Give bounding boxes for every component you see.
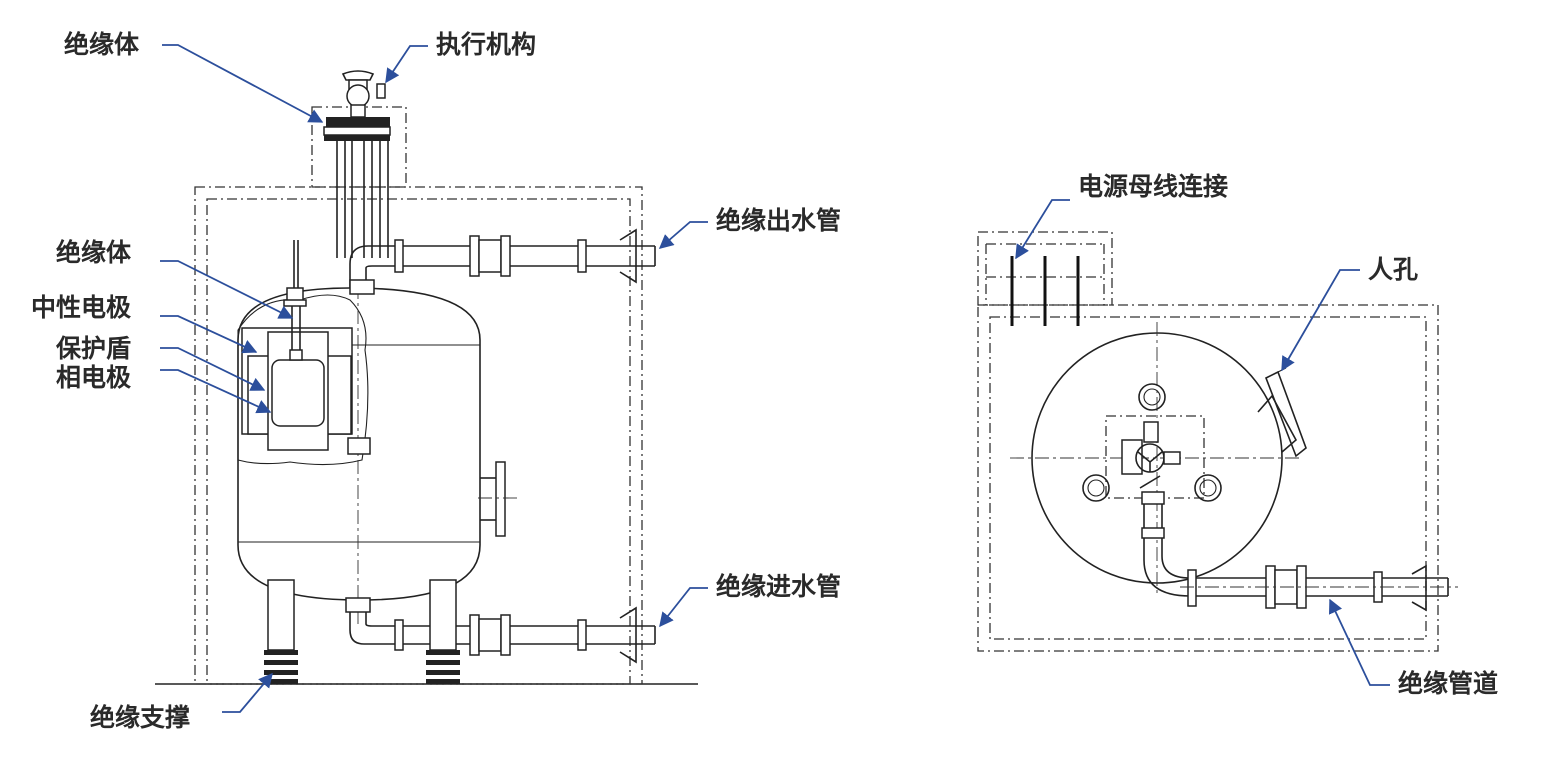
insulating-supports	[264, 579, 460, 684]
leader-support	[222, 672, 273, 713]
leader-actuator	[385, 45, 428, 84]
outlet-pipe	[349, 228, 656, 295]
leader-pipe	[1329, 598, 1390, 686]
label-inlet-pipe: 绝缘进水管	[716, 572, 841, 601]
right-view: 电源母线连接 人孔 绝缘管道	[977, 172, 1498, 698]
label-manhole: 人孔	[1368, 255, 1418, 284]
manhole	[1257, 367, 1307, 458]
vessel-top-view	[1010, 322, 1300, 595]
leader-phase-electrode	[160, 369, 272, 414]
leader-busbar	[1015, 199, 1070, 260]
electrode-assembly	[241, 240, 371, 455]
label-busbar: 电源母线连接	[1078, 172, 1228, 201]
leader-manhole	[1281, 269, 1360, 372]
vessel-side-nozzle	[478, 461, 520, 537]
inlet-pipe	[345, 597, 656, 664]
leader-insulator-top	[162, 44, 324, 123]
busbar-bars	[1010, 256, 1080, 326]
label-pipe: 绝缘管道	[1398, 669, 1498, 698]
top-view-pipe	[1141, 491, 1458, 612]
leader-shield	[160, 347, 266, 391]
leader-outlet-pipe	[658, 221, 708, 249]
label-outlet-pipe: 绝缘出水管	[716, 206, 841, 235]
label-neutral-electrode: 中性电极	[31, 293, 131, 322]
label-insulator-top: 绝缘体	[64, 30, 140, 59]
label-actuator: 执行机构	[436, 30, 536, 59]
leader-neutral-electrode	[160, 315, 258, 354]
leader-inlet-pipe	[659, 587, 708, 628]
label-shield: 保护盾	[55, 334, 131, 363]
left-view: 绝缘体 执行机构 绝缘出水管 绝缘体 中性电极 保护盾 相电极 绝缘进水管 绝缘…	[31, 30, 841, 732]
actuator-assembly	[323, 70, 391, 258]
label-support: 绝缘支撑	[90, 703, 190, 732]
label-insulator-mid: 绝缘体	[56, 238, 132, 267]
leader-insulator-mid	[160, 260, 294, 319]
label-phase-electrode: 相电极	[56, 363, 131, 392]
top-view-frame	[977, 231, 1439, 652]
